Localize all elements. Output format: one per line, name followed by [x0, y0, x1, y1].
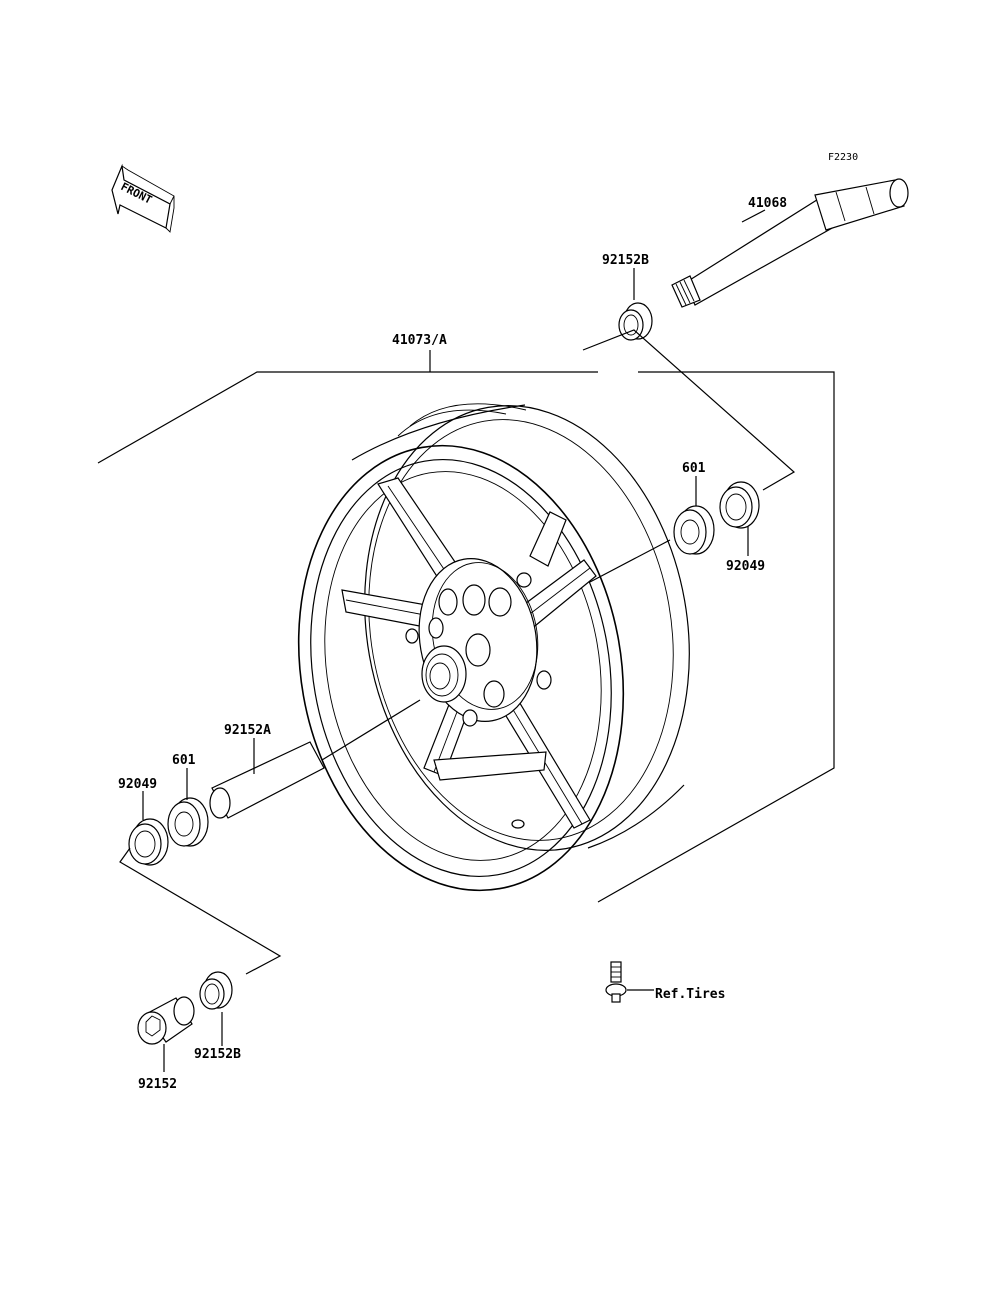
- wheel-rim: [297, 403, 690, 892]
- leader-bearing-to-hub: [589, 539, 671, 583]
- label-spacer: 92152A: [224, 723, 271, 738]
- bearing-right-part: [673, 505, 715, 555]
- seal-left-part: [128, 818, 169, 866]
- wheel-bracket-left: [97, 371, 598, 464]
- label-bearing-right: 601: [682, 461, 706, 476]
- label-bearing-left: 601: [172, 753, 196, 768]
- collar-left-part: [137, 996, 195, 1045]
- front-arrow-icon: FRONT: [111, 163, 175, 233]
- label-collar-left: 92152: [138, 1077, 177, 1092]
- collar-bottom-part: [199, 971, 233, 1010]
- diagram-code: F2230: [828, 152, 858, 163]
- bracket-right-group: [582, 329, 796, 491]
- leader-axle: [741, 209, 766, 223]
- wheel-spokes: [341, 477, 597, 829]
- label-wheel: 41073/A: [392, 333, 447, 348]
- label-collar-top: 92152B: [602, 253, 649, 268]
- label-axle: 41068: [748, 196, 787, 211]
- leader-spacer-hub: [321, 699, 421, 761]
- bearing-left-part: [167, 797, 209, 847]
- label-valve-ref: Ref.Tires: [655, 987, 725, 1002]
- valve-part: [605, 961, 627, 1003]
- label-seal-right: 92049: [726, 559, 765, 574]
- seal-right-part: [719, 481, 760, 529]
- spacer-part: [209, 741, 325, 819]
- front-label: FRONT: [119, 180, 155, 207]
- axle-part: [671, 178, 909, 308]
- label-collar-bottom: 92152B: [194, 1047, 241, 1062]
- bracket-left-group: [119, 847, 282, 975]
- label-seal-left: 92049: [118, 777, 157, 792]
- wheel-bracket-right: [597, 371, 835, 903]
